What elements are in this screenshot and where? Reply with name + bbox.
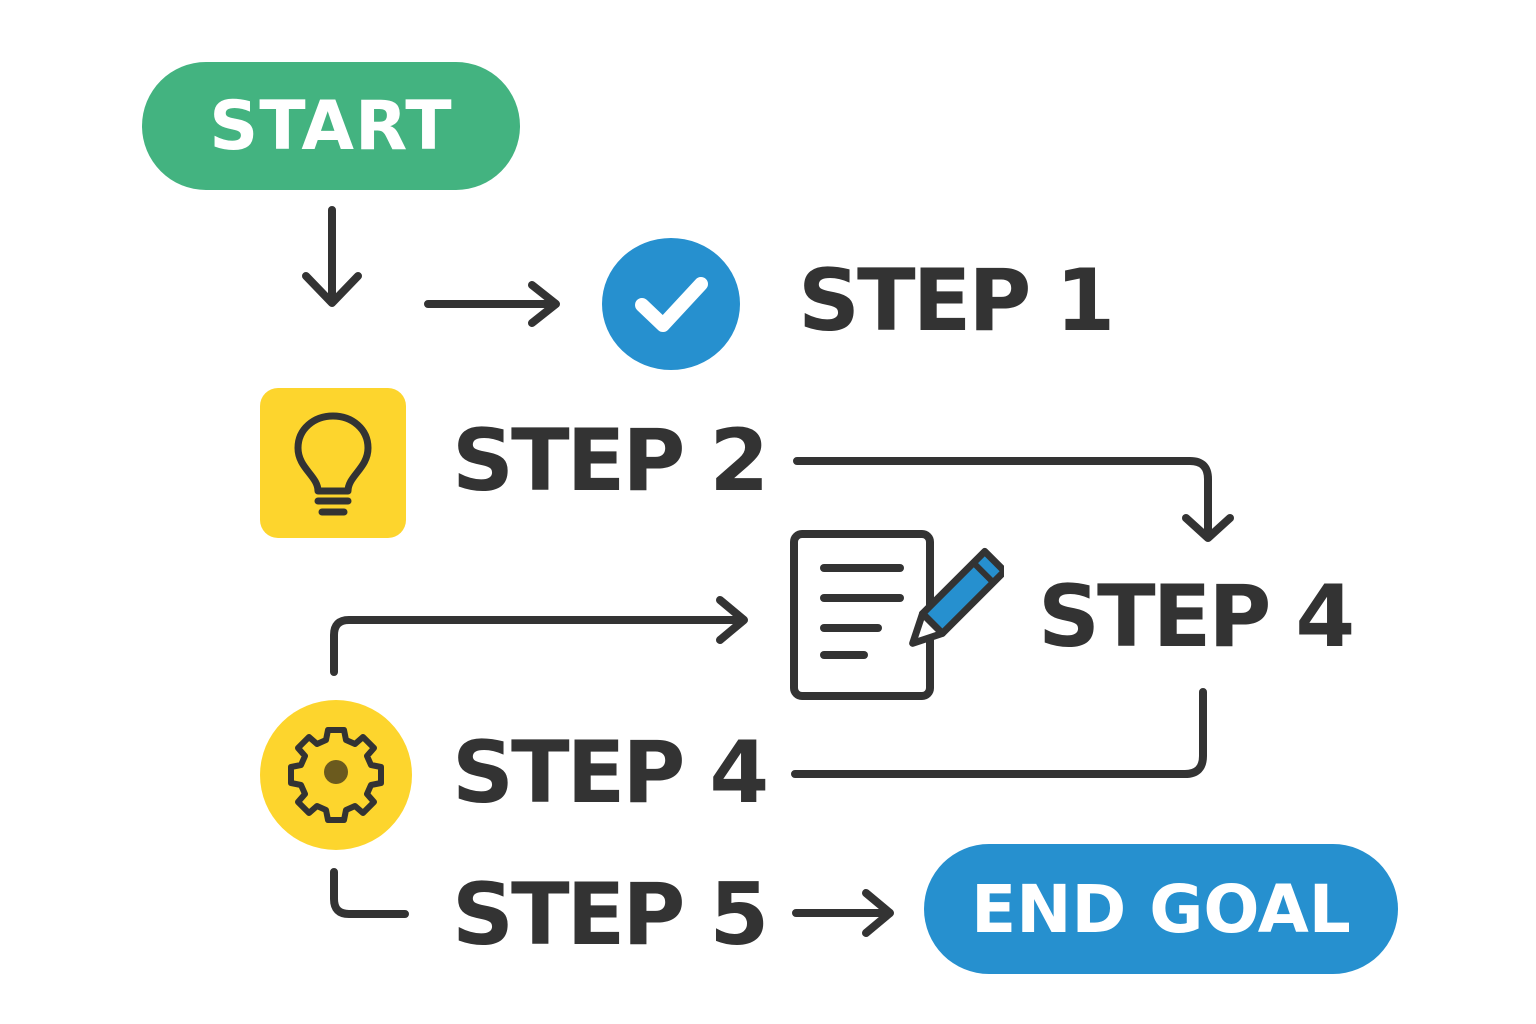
gear-icon (260, 700, 412, 850)
check-circle-icon (602, 238, 740, 370)
arrow-gear-to-document (330, 596, 748, 676)
end-goal-label: END GOAL (971, 870, 1351, 948)
arrow-step-5-to-end (792, 889, 894, 937)
connector-gear-to-step-5 (330, 868, 409, 918)
step-5-label: STEP 5 (452, 865, 769, 965)
document-edit-icon (790, 530, 1009, 700)
start-label: START (209, 86, 453, 166)
lightbulb-icon (260, 388, 406, 538)
connector-step-4-loop (791, 688, 1207, 778)
step-4-document-label: STEP 4 (1038, 567, 1355, 667)
end-goal-node: END GOAL (924, 844, 1398, 974)
arrow-step-2-to-step-4 (793, 457, 1234, 542)
step-4-gear-label: STEP 4 (452, 723, 769, 823)
step-1-label: STEP 1 (798, 251, 1115, 351)
step-2-label: STEP 2 (452, 411, 769, 511)
start-node: START (142, 62, 520, 190)
arrow-to-step-1 (424, 281, 560, 327)
arrow-start-down (302, 206, 362, 307)
